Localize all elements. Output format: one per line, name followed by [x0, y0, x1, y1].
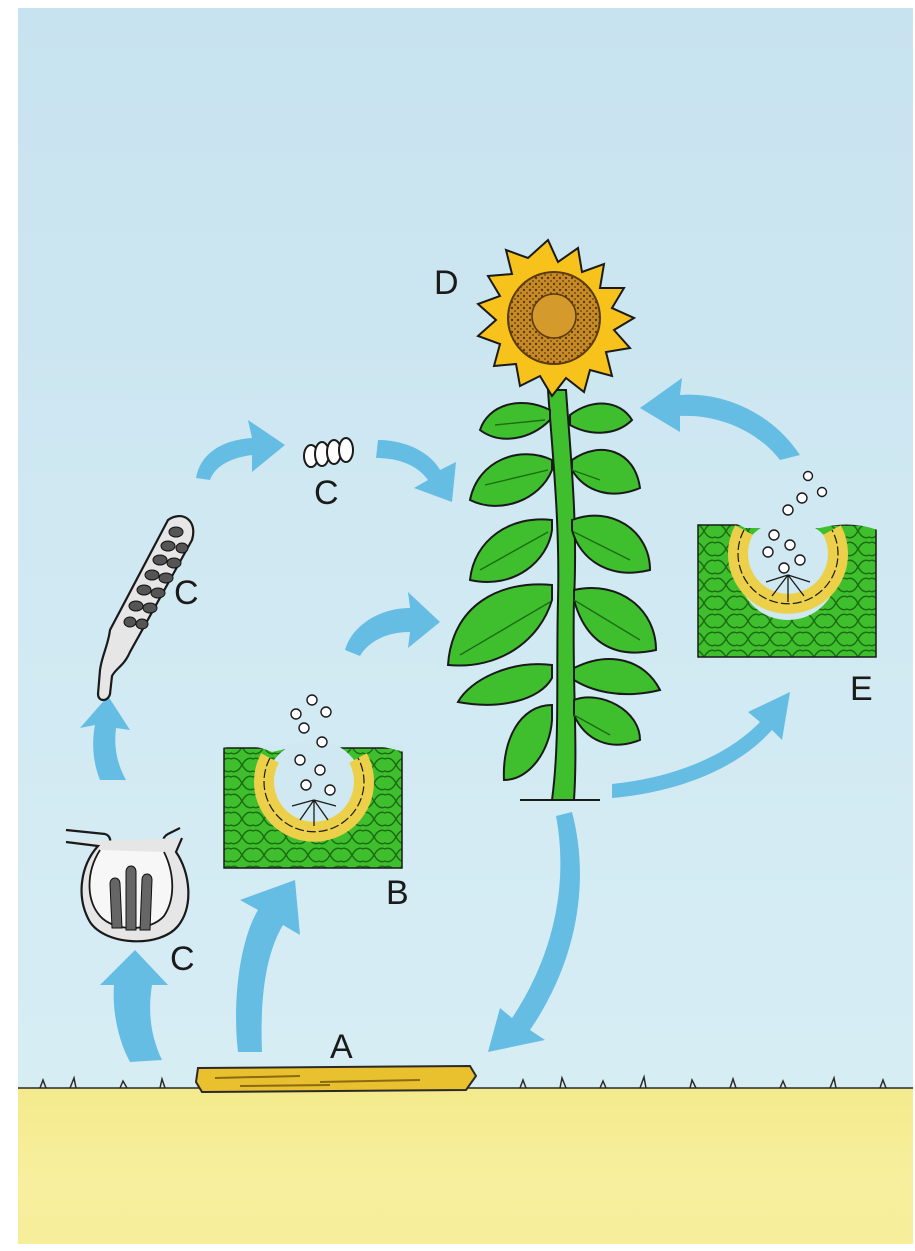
arrow-icon: [80, 696, 130, 780]
arrow-icon: [488, 812, 580, 1052]
cup-fruiting-body-icon: [66, 828, 188, 941]
sunflower-plant: [448, 240, 660, 800]
leaf-pustule-icon: [696, 472, 878, 658]
arrow-icon: [196, 420, 285, 480]
arrow-icon: [236, 880, 300, 1052]
arrow-icon: [345, 592, 440, 656]
debris-icon: [196, 1066, 476, 1092]
spore-cluster-icon: [304, 438, 353, 467]
label-e: E: [850, 672, 873, 706]
arrow-icon: [640, 378, 800, 460]
arrow-icon: [100, 950, 168, 1062]
label-c-spores: C: [314, 476, 339, 510]
label-d: D: [434, 266, 459, 300]
leaf-pustule-icon: [222, 695, 404, 868]
label-b: B: [386, 876, 409, 910]
label-c-cup: C: [170, 942, 195, 976]
arrow-icon: [376, 440, 456, 502]
label-c-fruiting-body: C: [174, 576, 199, 610]
arrow-icon: [612, 692, 790, 798]
flower-head: [478, 240, 634, 396]
label-a: A: [330, 1030, 353, 1064]
